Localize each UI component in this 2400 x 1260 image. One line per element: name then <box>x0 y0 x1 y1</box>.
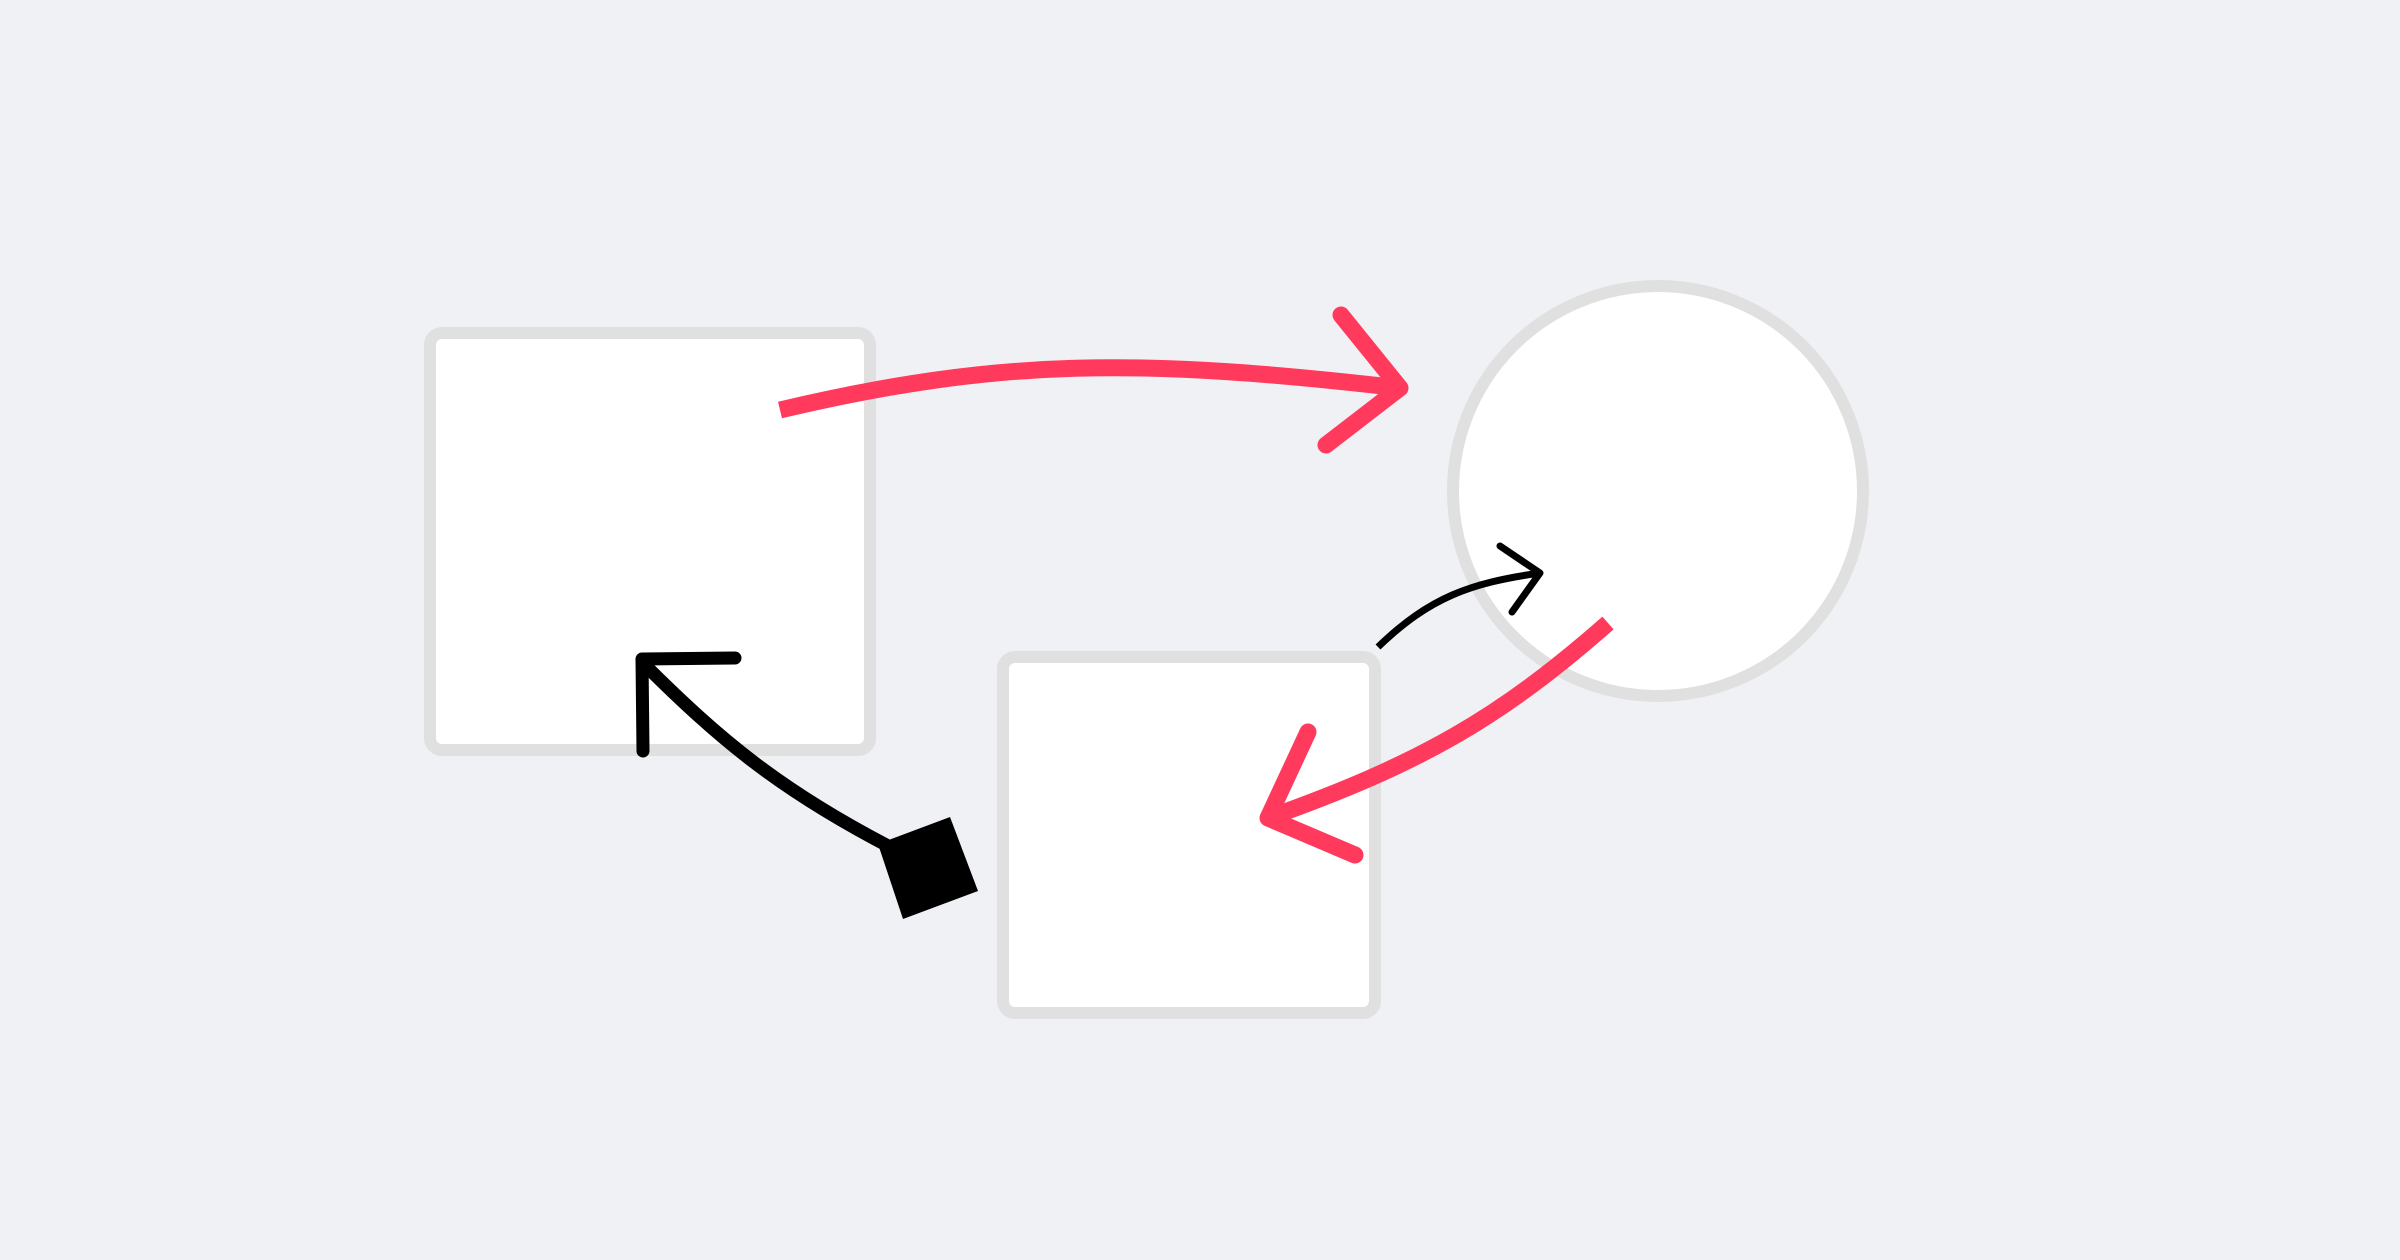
arrowhead <box>1496 542 1544 616</box>
connector-line <box>1265 616 1614 827</box>
square-bottom[interactable] <box>997 651 1381 1019</box>
connector-line <box>1375 569 1541 650</box>
arrow-bottom-square-to-circle[interactable] <box>1375 542 1544 650</box>
diamond-marker <box>878 817 978 919</box>
square-left[interactable] <box>424 327 876 756</box>
arrowhead <box>1259 723 1364 864</box>
connector-line <box>637 657 895 854</box>
arrow-circle-to-bottom-square[interactable] <box>1259 616 1614 864</box>
arrowhead <box>635 651 742 758</box>
arrowhead <box>1317 306 1409 454</box>
circle-right[interactable] <box>1447 280 1869 702</box>
arrow-left-square-to-circle[interactable] <box>778 306 1409 454</box>
arrow-diamond-to-left-square[interactable] <box>635 651 978 919</box>
connector-line <box>778 359 1401 419</box>
